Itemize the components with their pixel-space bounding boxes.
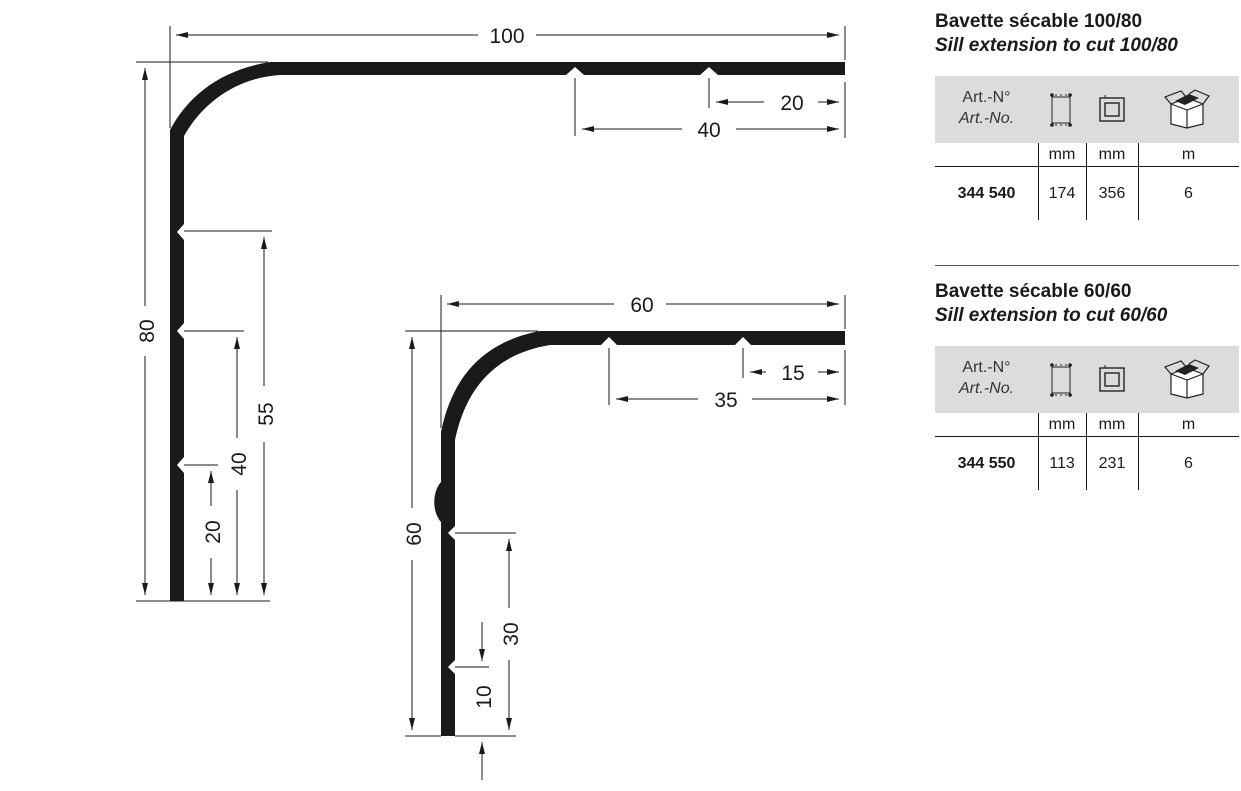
unit-col2: mm	[1098, 416, 1126, 433]
spec-title: Bavette sécable 100/80	[935, 11, 1143, 32]
dim-height-60: 60	[403, 522, 426, 545]
spec-subtitle: Sill extension to cut 100/80	[935, 35, 1178, 56]
dim-top-width-100: 100	[489, 25, 524, 48]
unit-col3: m	[1181, 416, 1196, 433]
package-icon	[1163, 359, 1210, 399]
dim-notch-15: 15	[781, 362, 804, 385]
profile-60-60-shape	[441, 331, 845, 736]
dim-top-width-60: 60	[630, 294, 653, 317]
art-label-fr: Art.-N°	[962, 359, 1011, 376]
width-icon	[1050, 93, 1072, 127]
art-label-fr: Art.-N°	[962, 89, 1011, 106]
spec-table-header: Art.-N° Art.-No.	[935, 346, 1239, 413]
value-col1: 113	[1049, 455, 1075, 472]
spec-subtitle: Sill extension to cut 60/60	[935, 305, 1168, 326]
spec-title: Bavette sécable 60/60	[935, 281, 1132, 302]
width-icon	[1050, 363, 1072, 397]
profile-100-80	[170, 62, 845, 601]
unit-col1: mm	[1048, 416, 1076, 433]
value-col3: 6	[1184, 455, 1193, 472]
art-label-en: Art.-No.	[958, 110, 1015, 127]
dim-v-30: 30	[500, 622, 523, 645]
profile-60-60	[434, 331, 845, 736]
dimensions-60-60: 60 15 35 60 30 10	[403, 294, 846, 780]
unit-col1: mm	[1048, 146, 1076, 163]
value-col3: 6	[1184, 185, 1193, 202]
value-col2: 231	[1098, 455, 1126, 472]
dim-v-40: 40	[228, 452, 251, 475]
dim-v-20: 20	[202, 520, 225, 543]
dim-notch-35: 35	[714, 389, 737, 412]
cross-section-icon	[1099, 365, 1125, 392]
unit-col2: mm	[1098, 146, 1126, 163]
spec-block-100-80: Bavette sécable 100/80 Sill extension to…	[935, 10, 1239, 220]
article-number: 344 550	[957, 455, 1016, 472]
dim-v-10: 10	[473, 685, 496, 708]
spec-block-60-60: Bavette sécable 60/60 Sill extension to …	[935, 280, 1239, 490]
section-divider	[935, 265, 1239, 266]
article-number: 344 540	[957, 185, 1016, 202]
package-icon	[1163, 89, 1210, 129]
cross-section-icon	[1099, 95, 1125, 122]
dim-height-80: 80	[136, 319, 159, 342]
art-label-en: Art.-No.	[958, 380, 1015, 397]
value-col1: 174	[1048, 185, 1076, 202]
value-col2: 356	[1098, 185, 1126, 202]
dim-v-55: 55	[255, 402, 278, 425]
dim-notch-40: 40	[697, 119, 720, 142]
dim-notch-20: 20	[780, 92, 803, 115]
unit-col3: m	[1181, 146, 1196, 163]
spec-table-header: Art.-N° Art.-No.	[935, 76, 1239, 143]
dimensions-100-80: 100 20 40 80 55 40 20	[136, 25, 846, 602]
